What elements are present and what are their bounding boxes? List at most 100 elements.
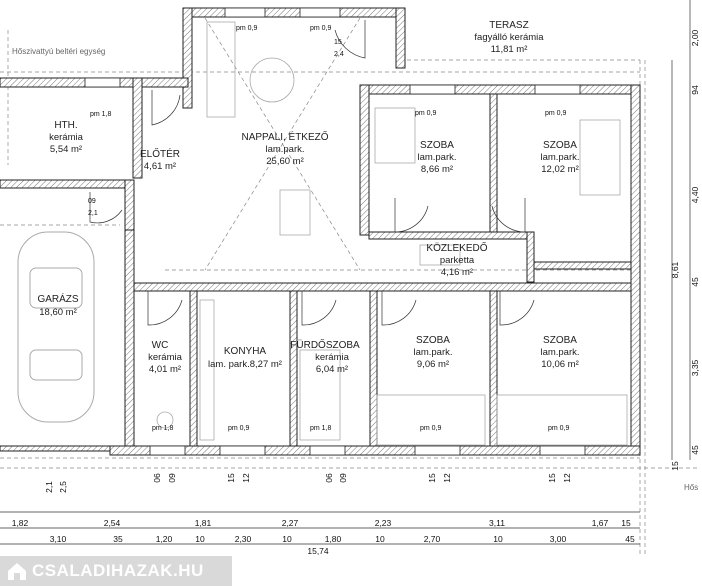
note-hoszivattyu: Hőszivattyú beltéri egység [12, 47, 105, 56]
mark-pm-5: pm 0,9 [545, 110, 567, 117]
room-kozlekedo-area: 4,16 m² [441, 267, 473, 278]
room-furdo-name: FÜRDŐSZOBA [290, 337, 360, 351]
mark-pm-3: pm 1,8 [90, 111, 112, 118]
dim-r-5: 8,61 [670, 261, 680, 278]
dim-b2-5: 2,30 [235, 534, 252, 544]
dim-b0-7: 06 [324, 473, 334, 483]
logo-text: CSALADIHAZAK.HU [32, 561, 204, 580]
room-kozlekedo-name: KÖZLEKEDŐ [426, 240, 487, 254]
room-garazs-name: GARÁZS [37, 292, 78, 305]
dim-b2-3: 1,20 [156, 534, 173, 544]
dim-b2-4: 10 [195, 534, 205, 544]
dim-b1-6: 3,11 [489, 518, 505, 528]
mark-pm-4: pm 0,9 [415, 110, 437, 117]
mark-door-24: 2,4 [334, 51, 344, 58]
room-labels: TERASZ fagyálló kerámia 11,81 m² NAPPALI… [37, 20, 579, 375]
dim-b2-2: 35 [113, 534, 123, 544]
dims-bottom-row0: 2,1 2,5 06 09 15 12 06 09 15 12 15 12 [44, 473, 572, 493]
dim-lines [0, 0, 691, 545]
room-szoba3-sub: lam.park. [413, 347, 452, 358]
room-szoba2-name: SZOBA [543, 140, 577, 151]
doors [89, 20, 535, 326]
room-nappali-name: NAPPALI, ÉTKEZŐ [241, 129, 328, 143]
dim-total: 15,74 [307, 546, 329, 556]
walls [0, 7, 641, 456]
dims-right: 2,00 94 4,40 45 8,61 3,35 45 15 [670, 29, 700, 470]
dim-b0-12: 12 [562, 473, 572, 483]
window-marks: pm 0,9 pm 0,9 pm 1,8 pm 0,9 pm 0,9 pm 1,… [88, 25, 570, 432]
room-szoba1-sub: lam.park. [417, 152, 456, 163]
room-szoba2-area: 12,02 m² [541, 164, 579, 175]
dim-b2-9: 2,70 [424, 534, 441, 544]
room-konyha-sub: lam. park.8,27 m² [208, 359, 282, 370]
room-wc-name: WC [152, 340, 169, 351]
dim-b0-11: 15 [547, 473, 557, 483]
room-szoba3-area: 9,06 m² [417, 359, 449, 370]
room-szoba4-area: 10,06 m² [541, 359, 579, 370]
room-szoba1-area: 8,66 m² [421, 164, 453, 175]
dim-r-6: 3,35 [690, 359, 700, 376]
dim-b0-4: 09 [167, 473, 177, 483]
notes: Hőszivattyú beltéri egység Hős [12, 47, 698, 492]
room-eloter-area: 4,61 m² [144, 161, 176, 172]
dim-b2-7: 1,80 [325, 534, 342, 544]
dim-b2-10: 10 [493, 534, 503, 544]
mark-door-21: 2,1 [88, 210, 98, 217]
note-hos-right: Hős [684, 483, 698, 492]
room-kozlekedo-sub: parketta [440, 255, 475, 266]
dim-b0-10: 12 [442, 473, 452, 483]
mark-door-09: 09 [88, 198, 96, 205]
room-szoba3-name: SZOBA [416, 335, 450, 346]
mark-pm-2: pm 0,9 [310, 25, 332, 32]
dim-b1-7: 1,67 [592, 518, 609, 528]
house-icon [8, 563, 26, 580]
dims-bottom-row1: 1,82 2,54 1,81 2,27 2,23 3,11 1,67 15 [12, 518, 631, 528]
dim-r-7: 45 [690, 445, 700, 455]
room-szoba4-sub: lam.park. [540, 347, 579, 358]
room-terasz-sub: fagyálló kerámia [474, 32, 544, 43]
room-hth-sub: kerámia [49, 132, 84, 143]
dim-b2-6: 10 [282, 534, 292, 544]
mark-pm-6: pm 1,8 [152, 425, 174, 432]
room-garazs-area: 18,60 m² [39, 307, 77, 318]
room-konyha-name: KONYHA [224, 346, 267, 357]
car-outline [17, 231, 95, 423]
room-furdo-sub: kerámia [315, 352, 350, 363]
dims-bottom-row2: 3,10 35 1,20 10 2,30 10 1,80 10 2,70 10 … [50, 534, 635, 544]
windows [84, 7, 586, 456]
mark-door-15: 15 [334, 39, 342, 46]
dim-r-4: 45 [690, 277, 700, 287]
dim-b1-3: 1,81 [195, 518, 212, 528]
dim-b2-8: 10 [375, 534, 385, 544]
mark-pm-7: pm 0,9 [228, 425, 250, 432]
dim-b0-8: 09 [338, 473, 348, 483]
room-terasz-name: TERASZ [489, 20, 528, 31]
site-logo: CSALADIHAZAK.HU [0, 556, 232, 586]
room-szoba1-name: SZOBA [420, 140, 454, 151]
room-wc-sub: kerámia [148, 352, 183, 363]
mark-pm-10: pm 0,9 [548, 425, 570, 432]
room-nappali-sub: lam.park. [265, 144, 304, 155]
dim-b2-12: 45 [625, 534, 635, 544]
mark-pm-1: pm 0,9 [236, 25, 258, 32]
dim-b0-2: 2,5 [58, 481, 68, 493]
dim-b1-2: 2,54 [104, 518, 121, 528]
dim-b0-5: 15 [226, 473, 236, 483]
mark-pm-8: pm 1,8 [310, 425, 332, 432]
room-szoba4-name: SZOBA [543, 335, 577, 346]
dim-b0-6: 12 [241, 473, 251, 483]
floor-plan: TERASZ fagyálló kerámia 11,81 m² NAPPALI… [0, 0, 700, 556]
room-hth-area: 5,54 m² [50, 144, 82, 155]
dim-b1-4: 2,27 [282, 518, 299, 528]
dim-b1-1: 1,82 [12, 518, 29, 528]
room-eloter-name: ELŐTÉR [140, 146, 180, 160]
dim-b1-8: 15 [621, 518, 631, 528]
furniture [156, 21, 628, 446]
dim-b1-5: 2,23 [375, 518, 392, 528]
room-furdo-area: 6,04 m² [316, 364, 348, 375]
mark-pm-9: pm 0,9 [420, 425, 442, 432]
dim-r-2: 94 [690, 85, 700, 95]
dim-r-1: 2,00 [690, 29, 700, 46]
dim-b0-1: 2,1 [44, 481, 54, 493]
dim-b0-9: 15 [427, 473, 437, 483]
